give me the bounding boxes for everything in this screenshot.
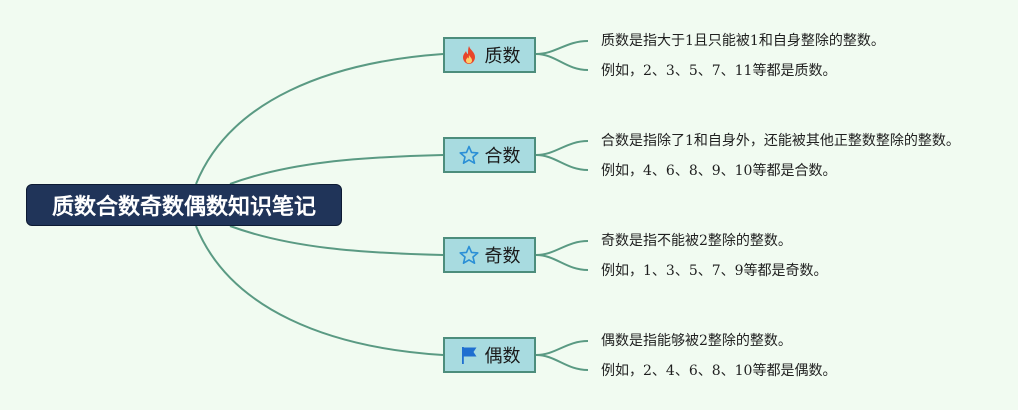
fire-icon [459, 45, 479, 65]
connector-oushu [195, 225, 444, 356]
flag-icon [459, 345, 479, 365]
note-zhishu-example: 例如，2、3、5、7、11等都是质数。 [601, 63, 837, 79]
topic-label: 奇数 [484, 246, 521, 267]
note-oushu-definition: 偶数是指能够被2整除的整数。 [601, 333, 792, 349]
topic-oushu[interactable]: 偶数 [443, 337, 536, 373]
central-topic[interactable]: 质数合数奇数偶数知识笔记 [26, 184, 342, 226]
topic-jishu[interactable]: 奇数 [443, 237, 536, 273]
connector-zhishu [195, 53, 444, 185]
note-heshu-example: 例如，4、6、8、9、10等都是合数。 [601, 163, 837, 179]
connector-jishu [229, 225, 444, 256]
topic-zhishu[interactable]: 质数 [443, 37, 536, 73]
topic-label: 合数 [484, 146, 521, 167]
note-jishu-definition: 奇数是指不能被2整除的整数。 [601, 233, 792, 249]
topic-label: 偶数 [484, 346, 521, 367]
star-outline-icon [458, 145, 479, 165]
topic-label: 质数 [484, 46, 521, 67]
note-jishu-example: 例如，1、3、5、7、9等都是奇数。 [601, 263, 828, 279]
connector-heshu [229, 154, 444, 185]
note-heshu-definition: 合数是指除了1和自身外，还能被其他正整数整除的整数。 [601, 133, 960, 149]
note-oushu-example: 例如，2、4、6、8、10等都是偶数。 [601, 363, 837, 379]
topic-heshu[interactable]: 合数 [443, 137, 536, 173]
note-zhishu-definition: 质数是指大于1且只能被1和自身整除的整数。 [601, 33, 885, 49]
star-outline-icon [458, 245, 479, 265]
